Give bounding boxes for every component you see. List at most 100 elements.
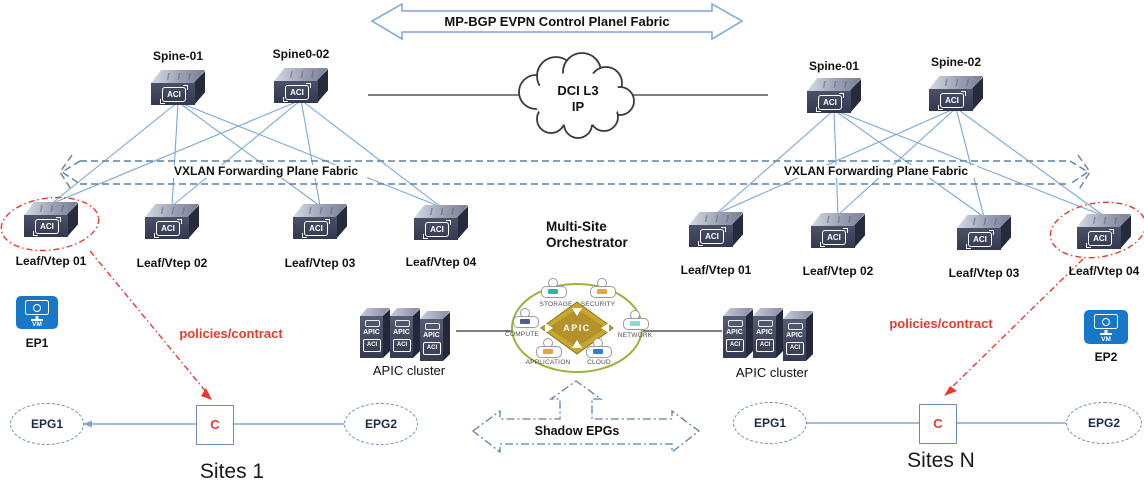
site1-apic-tower-2: APIC ACI	[390, 308, 420, 358]
apic-badge: APIC	[786, 332, 803, 339]
vm-badge: VM	[32, 321, 42, 328]
siteN-ep-vm-icon: VM	[1084, 310, 1128, 344]
siteN-epg1: EPG1	[733, 402, 807, 444]
role-label-application: APPLICATION	[525, 359, 571, 366]
policy-arrowhead-site1	[201, 388, 212, 400]
site1-epg1: EPG1	[10, 403, 84, 445]
vxlan-label-siteN: VXLAN Forwarding Plane Fabric	[775, 165, 977, 178]
fabric-links-site1	[50, 99, 442, 208]
site1-apic-tower-3: APIC ACI	[420, 311, 450, 361]
site1-contract-box: C	[196, 405, 234, 445]
site1-name: Sites 1	[199, 460, 265, 483]
siteN-spine1-switch-icon: ACI	[807, 78, 861, 114]
siteN-spine2-switch-icon: ACI	[929, 76, 983, 112]
site1-spine2-switch-icon: ACI	[274, 68, 328, 104]
role-icon-security	[589, 278, 616, 298]
siteN-leaf2-label: Leaf/Vtep 02	[802, 264, 874, 278]
siteN-spine2-label: Spine-02	[930, 55, 981, 69]
dci-cloud	[368, 52, 768, 139]
role-icon-application	[535, 338, 562, 358]
vm-badge: VM	[1101, 336, 1111, 343]
aci-logo: ACI	[154, 219, 182, 238]
siteN-apic-tower-3: APIC ACI	[783, 311, 813, 361]
aci-logo: ACI	[363, 339, 381, 352]
vxlan-arrow	[59, 154, 1091, 192]
aci-logo: ACI	[302, 219, 330, 238]
orchestrator-title-line2: Orchestrator	[546, 235, 628, 250]
siteN-name: Sites N	[907, 449, 975, 472]
role-icon-compute	[512, 308, 539, 328]
shadow-epgs-arrow	[471, 380, 701, 454]
epg-arrowhead	[83, 420, 92, 428]
apic-badge: APIC	[756, 329, 773, 336]
role-label-security: SECURITY	[580, 301, 616, 308]
site1-spine2-label: Spine0-02	[272, 47, 330, 61]
site1-ep-vm-icon: VM	[16, 296, 58, 329]
site1-leaf1-switch-icon: ACI	[24, 202, 78, 238]
siteN-contract-box: C	[919, 404, 957, 444]
site1-leaf4-switch-icon: ACI	[414, 205, 468, 241]
cloud-label-line1: DCI L3	[557, 83, 599, 98]
role-icon-cloud	[585, 338, 612, 358]
mpbgp-arrow-label: MP-BGP EVPN Control Planel Fabric	[444, 14, 670, 29]
role-label-network: NETWORK	[617, 332, 653, 339]
aci-logo: ACI	[938, 91, 966, 110]
site1-ep-label: EP1	[25, 336, 49, 350]
aci-logo: ACI	[283, 83, 311, 102]
siteN-apic-tower-1: APIC ACI	[723, 308, 753, 358]
aci-logo: ACI	[423, 220, 451, 239]
site1-leaf4-label: Leaf/Vtep 04	[405, 255, 477, 269]
role-icon-storage	[540, 278, 567, 298]
aci-logo: ACI	[756, 339, 774, 352]
siteN-leaf1-switch-icon: ACI	[689, 212, 743, 248]
role-label-storage: STORAGE	[539, 301, 573, 308]
epg-links	[83, 422, 1068, 425]
aci-logo: ACI	[698, 227, 726, 246]
orchestrator-title: Multi-Site Orchestrator	[546, 219, 628, 251]
siteN-ep-label: EP2	[1094, 350, 1118, 364]
policy-highlights	[0, 196, 1144, 394]
site1-leaf1-label: Leaf/Vtep 01	[15, 254, 87, 268]
site1-spine1-switch-icon: ACI	[151, 70, 205, 106]
cloud-label-line2: IP	[571, 99, 585, 114]
siteN-policies-label: policies/contract	[889, 316, 993, 331]
site1-epg2: EPG2	[344, 403, 418, 445]
siteN-leaf1-label: Leaf/Vtep 01	[680, 263, 752, 277]
site1-leaf2-switch-icon: ACI	[145, 204, 199, 240]
aci-logo: ACI	[33, 217, 61, 236]
aci-logo: ACI	[726, 339, 744, 352]
apic-core-label: APIC	[563, 323, 591, 333]
apic-badge: APIC	[726, 329, 743, 336]
vxlan-label-site1: VXLAN Forwarding Plane Fabric	[165, 165, 367, 178]
aci-logo: ACI	[966, 230, 994, 249]
mpbgp-arrow	[370, 2, 744, 41]
siteN-apic-cluster-label: APIC cluster	[735, 365, 809, 380]
role-label-compute: COMPUTE	[505, 331, 539, 338]
site1-leaf2-label: Leaf/Vtep 02	[136, 256, 208, 270]
siteN-leaf2-switch-icon: ACI	[811, 213, 865, 249]
role-label-cloud: CLOUD	[587, 359, 611, 366]
fabric-links-siteN	[715, 107, 1105, 218]
aci-logo: ACI	[786, 342, 804, 355]
site1-leaf3-label: Leaf/Vtep 03	[284, 256, 356, 270]
site1-apic-tower-1: APIC ACI	[360, 308, 390, 358]
apic-badge: APIC	[363, 329, 380, 336]
site1-apic-cluster-label: APIC cluster	[372, 363, 446, 378]
role-icon-network	[622, 310, 649, 330]
aci-logo: ACI	[816, 93, 844, 112]
siteN-leaf3-switch-icon: ACI	[957, 215, 1011, 251]
aci-logo: ACI	[423, 342, 441, 355]
siteN-leaf4-label: Leaf/Vtep 04	[1068, 264, 1140, 278]
siteN-spine1-label: Spine-01	[808, 59, 859, 73]
site1-spine1-label: Spine-01	[152, 49, 203, 63]
site1-leaf3-switch-icon: ACI	[293, 204, 347, 240]
siteN-leaf3-label: Leaf/Vtep 03	[948, 266, 1020, 280]
aci-logo: ACI	[160, 85, 188, 104]
aci-logo: ACI	[1086, 229, 1114, 248]
orchestrator-title-line1: Multi-Site	[546, 219, 607, 234]
siteN-apic-tower-2: APIC ACI	[753, 308, 783, 358]
aci-logo: ACI	[820, 228, 848, 247]
apic-badge: APIC	[393, 329, 410, 336]
